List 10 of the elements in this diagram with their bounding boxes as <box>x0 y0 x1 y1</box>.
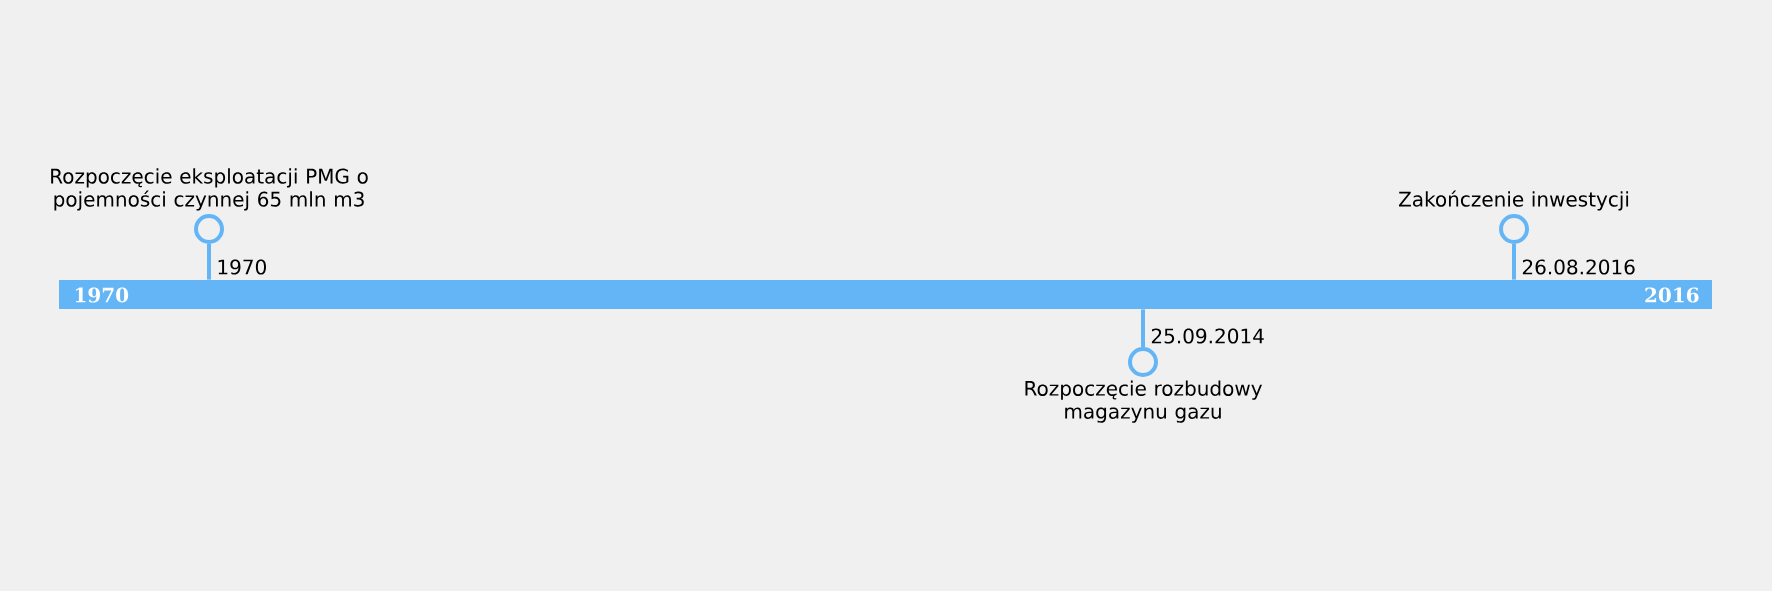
date-label: 25.09.2014 <box>1151 328 1264 344</box>
stem-line <box>207 244 211 280</box>
event-label: Rozpoczęcie rozbudowy magazynu gazu <box>1025 380 1262 423</box>
timeline-bar: 1970 2016 <box>59 280 1712 309</box>
event-label: Rozpoczęcie eksploatacji PMG o pojemności czynnej 65 mln m3 <box>51 168 368 211</box>
event-label: Zakończenie inwestycji <box>1399 190 1629 211</box>
stem-line <box>1512 244 1516 280</box>
date-label: 26.08.2016 <box>1522 259 1635 275</box>
stem-line <box>1141 309 1145 347</box>
date-label: 1970 <box>218 259 266 275</box>
